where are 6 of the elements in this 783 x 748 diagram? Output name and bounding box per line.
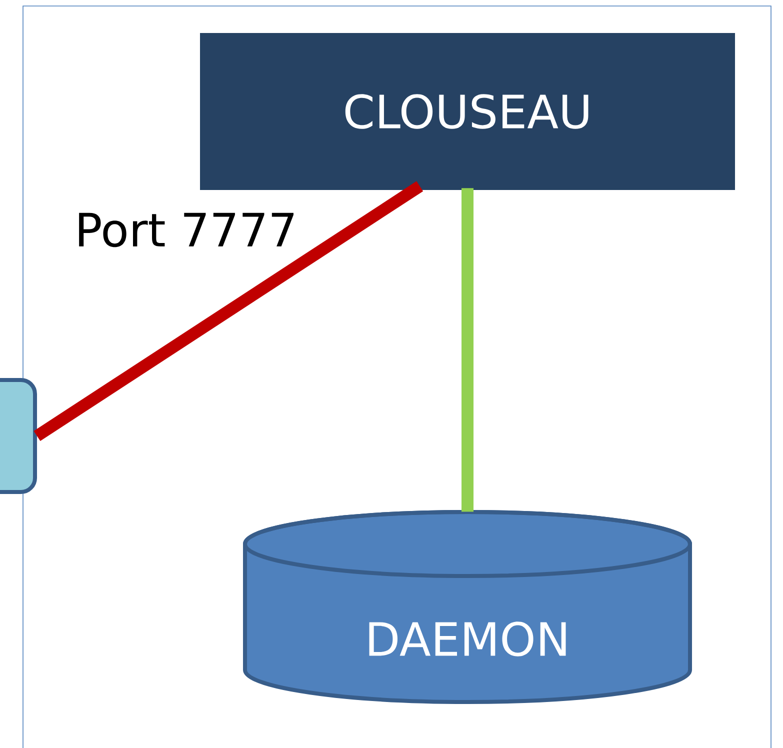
edge-label: Port 7777 [74, 212, 298, 248]
connector-line [34, 181, 424, 441]
rounded-box [0, 378, 37, 494]
database-cylinder: DAEMON [243, 510, 692, 704]
process-box: CLOUSEAU [200, 33, 735, 190]
connector-line [462, 188, 474, 512]
